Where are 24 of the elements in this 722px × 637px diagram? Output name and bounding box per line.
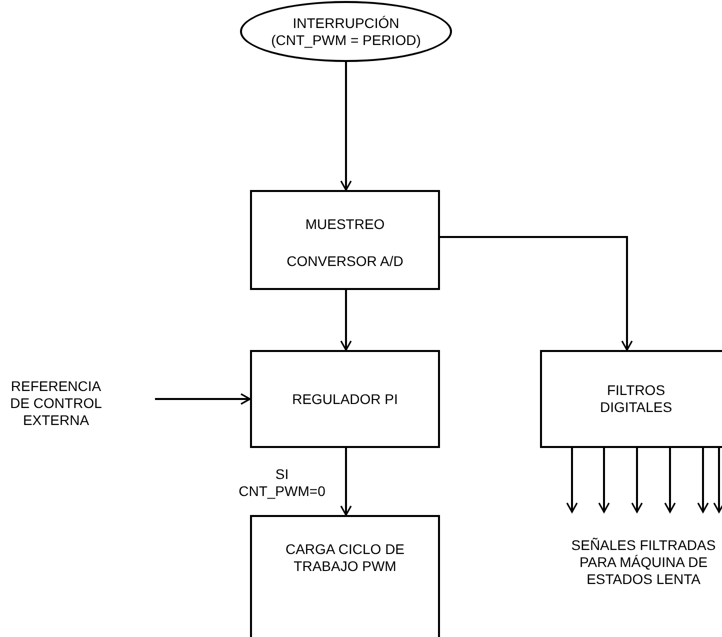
node-text: SEÑALES FILTRADAS PARA MÁQUINA DE ESTADOS LENTA [570, 536, 717, 588]
arrow [664, 448, 676, 513]
process-box [250, 190, 440, 290]
node-text: CONVERSOR A/D [286, 253, 404, 270]
node-text: REGULADOR PI [292, 390, 398, 408]
arrow [566, 448, 578, 513]
arrow [713, 448, 722, 513]
process-box [250, 515, 440, 637]
process-box [250, 350, 440, 448]
node-text: CARGA CICLO DE TRABAJO PWM [284, 541, 406, 575]
node-text: REFERENCIA DE CONTROL EXTERNA [9, 378, 103, 428]
arrow [697, 448, 709, 513]
node-text: FILTROS DIGITALES [598, 382, 674, 416]
arrow [155, 393, 251, 405]
process-box [540, 350, 722, 448]
arrow [440, 236, 633, 351]
arrow [340, 448, 352, 516]
arrow [340, 62, 352, 191]
node-text: INTERRUPCIÓN (CNT_PWM = PERIOD) [270, 14, 422, 48]
arrow [631, 448, 643, 513]
arrow [340, 290, 352, 351]
node-text: MUESTREO [305, 216, 385, 233]
edge-label: SI CNT_PWM=0 [238, 466, 326, 500]
arrow [598, 448, 610, 513]
